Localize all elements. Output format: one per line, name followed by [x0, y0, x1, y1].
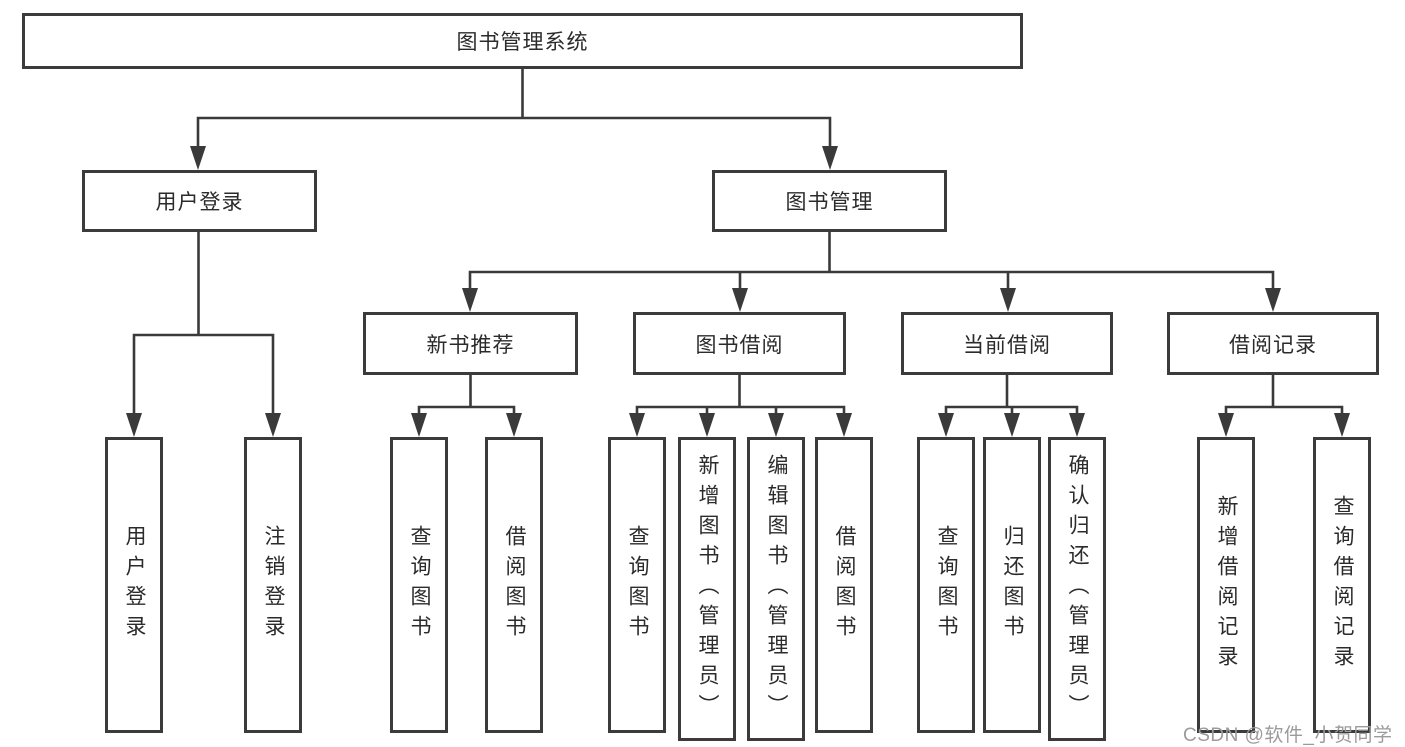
leaf-edit-book-admin: 编辑图书（管理员）	[747, 437, 805, 741]
leaf-borrow-books-recommend: 借阅图书	[485, 437, 543, 733]
watermark: CSDN @软件_小贺同学	[1183, 725, 1393, 746]
node-root: 图书管理系统	[22, 13, 1023, 69]
leaf-query-borrow-record: 查询借阅记录	[1313, 437, 1371, 733]
leaf-query-books-current: 查询图书	[917, 437, 975, 733]
leaf-add-book-admin: 新增图书（管理员）	[678, 437, 736, 741]
leaf-query-books-recommend: 查询图书	[390, 437, 448, 733]
node-book-borrowing: 图书借阅	[633, 312, 846, 375]
node-borrowing-records: 借阅记录	[1167, 312, 1379, 375]
node-book-management: 图书管理	[712, 170, 947, 232]
node-user-login: 用户登录	[82, 170, 317, 232]
leaf-confirm-return-admin: 确认归还（管理员）	[1048, 437, 1106, 741]
leaf-user-login: 用户登录	[105, 437, 163, 733]
leaf-logout: 注销登录	[244, 437, 302, 733]
leaf-add-borrow-record: 新增借阅记录	[1197, 437, 1255, 733]
node-new-book-recommend: 新书推荐	[363, 312, 578, 375]
leaf-return-books: 归还图书	[983, 437, 1041, 733]
leaf-query-books-borrowing: 查询图书	[608, 437, 666, 733]
leaf-borrow-books-borrowing: 借阅图书	[815, 437, 873, 733]
node-current-borrowing: 当前借阅	[901, 312, 1113, 375]
